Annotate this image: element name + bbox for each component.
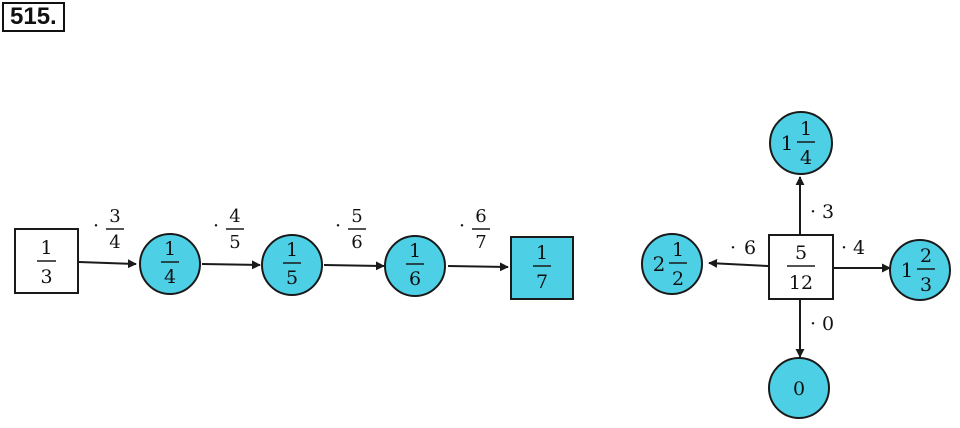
chain-arrow-3: [323, 261, 385, 271]
op-down-dot: ·: [810, 313, 816, 335]
star-up-whole: 1: [781, 131, 794, 155]
chain-arrow-4: [447, 262, 509, 272]
multiplier-4: · 6 7: [459, 206, 490, 253]
op-right: · 4: [841, 237, 865, 259]
final-denominator: 7: [536, 271, 548, 293]
op-down: · 0: [810, 313, 834, 335]
multiplier-1-dot: ·: [93, 215, 99, 237]
star-right-circle: 1 2 3: [889, 239, 951, 301]
star-right-circle-shape: [889, 239, 951, 301]
multiplier-1: · 3 4: [93, 206, 124, 253]
multiplier-2-dot: ·: [213, 215, 219, 237]
multiplier-1-numerator: 3: [109, 206, 120, 227]
star-left-whole: 2: [653, 252, 666, 276]
op-up-value: 3: [822, 201, 834, 223]
multiplier-3-numerator: 5: [351, 206, 362, 227]
multiplier-2-denominator: 5: [229, 232, 240, 253]
final-box: 1 7: [510, 236, 574, 300]
star-right-denominator: 3: [920, 274, 932, 296]
result-circle-3-shape: [384, 235, 446, 297]
op-right-value: 4: [853, 237, 865, 259]
op-left: · 6: [730, 237, 756, 259]
chain-arrow-1: [78, 259, 137, 269]
center-denominator: 12: [789, 272, 813, 294]
multiplier-3-dot: ·: [335, 215, 341, 237]
result-2-numerator: 1: [286, 239, 298, 261]
star-left-circle: 2 1 2: [641, 233, 703, 295]
multiplier-4-numerator: 6: [475, 206, 486, 227]
result-circle-3: 1 6: [384, 235, 446, 297]
star-up-numerator: 1: [800, 118, 812, 140]
star-down-circle: 0: [768, 357, 830, 419]
result-2-denominator: 5: [286, 267, 298, 289]
result-circle-1-shape: [139, 233, 201, 295]
final-numerator: 1: [536, 242, 548, 264]
star-up-circle-shape: [769, 111, 833, 175]
center-box-frame: [768, 234, 834, 300]
star-left-circle-shape: [641, 233, 703, 295]
op-left-dot: ·: [730, 237, 736, 259]
star-down-circle-shape: [768, 357, 830, 419]
result-1-denominator: 4: [164, 266, 176, 288]
final-box-frame: [510, 236, 574, 300]
result-3-numerator: 1: [409, 240, 421, 262]
result-circle-2-shape: [261, 234, 323, 296]
star-arrow-left: [708, 258, 769, 268]
multiplier-1-denominator: 4: [109, 232, 120, 253]
star-left-denominator: 2: [672, 268, 684, 290]
star-up-denominator: 4: [800, 147, 812, 169]
center-box: 5 12: [768, 234, 834, 300]
star-right-whole: 1: [901, 258, 914, 282]
start-box: 1 3: [14, 228, 79, 294]
start-numerator: 1: [40, 237, 52, 259]
problem-number: 515.: [2, 2, 65, 32]
multiplier-2-numerator: 4: [229, 206, 240, 227]
op-down-value: 0: [822, 313, 834, 335]
op-up-dot: ·: [810, 201, 816, 223]
multiplier-3: · 5 6: [335, 206, 366, 253]
op-left-value: 6: [744, 237, 756, 259]
op-up: · 3: [810, 201, 834, 223]
chain-arrow-2: [201, 260, 261, 270]
multiplier-4-denominator: 7: [475, 232, 486, 253]
result-1-numerator: 1: [164, 238, 176, 260]
star-down-value: 0: [793, 378, 805, 400]
star-left-numerator: 1: [672, 239, 684, 261]
multiplier-2: · 4 5: [213, 206, 244, 253]
star-right-numerator: 2: [920, 245, 932, 267]
multiplier-4-dot: ·: [459, 215, 465, 237]
result-3-denominator: 6: [409, 268, 421, 290]
op-right-dot: ·: [841, 237, 847, 259]
center-numerator: 5: [795, 242, 807, 264]
multiplier-3-denominator: 6: [351, 232, 362, 253]
result-circle-2: 1 5: [261, 234, 323, 296]
start-denominator: 3: [40, 266, 52, 288]
result-circle-1: 1 4: [139, 233, 201, 295]
star-up-circle: 1 1 4: [769, 111, 833, 175]
